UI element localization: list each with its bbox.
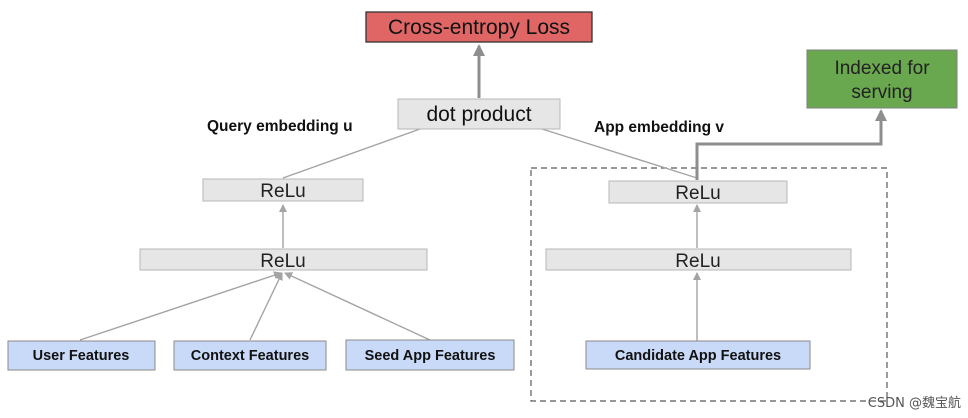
indexed-for-serving-line1: Indexed for [834, 58, 930, 79]
user-features-label: User Features [33, 348, 130, 364]
csdn-watermark: CSDN @魏宝航 [868, 395, 961, 411]
indexed-for-serving-node: Indexed for serving [806, 49, 958, 109]
dot-product-label: dot product [426, 103, 531, 126]
app-relu-bottom-node: ReLu [545, 248, 852, 272]
context-features-label: Context Features [191, 348, 309, 364]
candidate-app-features-node: Candidate App Features [585, 340, 811, 370]
seed-app-features-label: Seed App Features [365, 348, 496, 364]
query-relu-bottom-node: ReLu [139, 248, 428, 272]
app-relu-top-node: ReLu [608, 180, 788, 204]
edge-app-to-index [695, 109, 887, 180]
app-tower-dashed-boundary [530, 167, 888, 402]
app-relu-top-label: ReLu [675, 183, 720, 204]
indexed-for-serving-line2: serving [851, 82, 912, 103]
seed-app-features-node: Seed App Features [345, 339, 515, 371]
edge-user-to-relu [79, 271, 282, 341]
dot-product-node: dot product [397, 98, 561, 130]
cross-entropy-loss-node: Cross-entropy Loss [365, 11, 593, 43]
query-embedding-label: Query embedding u [207, 118, 353, 135]
query-relu-top-node: ReLu [202, 178, 364, 202]
context-features-node: Context Features [173, 340, 327, 371]
query-relu-top-label: ReLu [260, 181, 305, 202]
query-relu-bottom-label: ReLu [260, 251, 305, 272]
app-relu-bottom-label: ReLu [675, 251, 720, 272]
edge-app-to-dot [541, 128, 698, 179]
candidate-app-features-label: Candidate App Features [615, 348, 781, 364]
cross-entropy-loss-label: Cross-entropy Loss [388, 16, 570, 39]
edge-context-to-relu [249, 272, 283, 341]
app-embedding-label: App embedding v [594, 119, 724, 136]
edge-query-to-dot [282, 128, 421, 179]
user-features-node: User Features [7, 340, 156, 371]
edge-seed-to-relu [284, 272, 431, 341]
